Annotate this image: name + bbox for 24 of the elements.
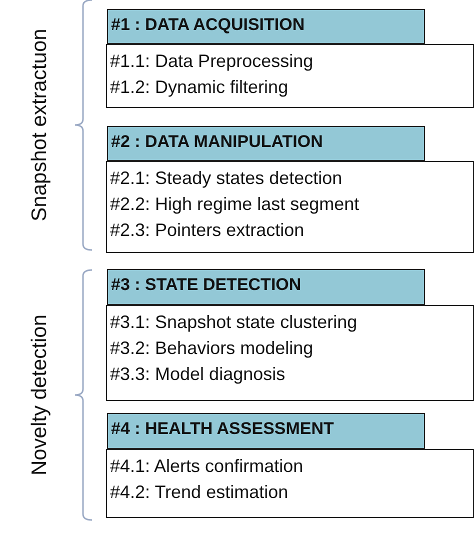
phase-label: Snapshot extractuon [28, 28, 52, 222]
stage-header-box [107, 126, 425, 161]
stage-header-box [107, 413, 425, 449]
stage-title: #4 : HEALTH ASSESSMENT [111, 418, 335, 440]
task-item: #4.2: Trend estimation [110, 481, 290, 504]
task-list-box [106, 161, 474, 253]
task-item: #2.3: Pointers extraction [110, 219, 306, 242]
stage-header-box [107, 9, 425, 44]
stage-header-box [107, 269, 425, 305]
task-item: #3.2: Behaviors modeling [110, 337, 314, 360]
task-item: #2.2: High regime last segment [110, 193, 360, 216]
stage-title: #1 : DATA ACQUISITION [111, 14, 306, 36]
task-item: #2.1: Steady states detection [110, 167, 344, 190]
task-item: #3.1: Snapshot state clustering [110, 311, 358, 334]
phase-label: Novelty detection [28, 314, 52, 476]
task-item: #1.2: Dynamic filtering [110, 76, 290, 99]
stage-title: #2 : DATA MANIPULATION [111, 131, 324, 153]
task-item: #3.3: Model diagnosis [110, 363, 286, 386]
task-item: #4.1: Alerts confirmation [110, 455, 304, 478]
task-list-box [106, 305, 474, 401]
task-item: #1.1: Data Preprocessing [110, 50, 314, 73]
stage-title: #3 : STATE DETECTION [111, 274, 302, 296]
task-list-box [106, 449, 474, 518]
task-list-box [106, 44, 474, 108]
